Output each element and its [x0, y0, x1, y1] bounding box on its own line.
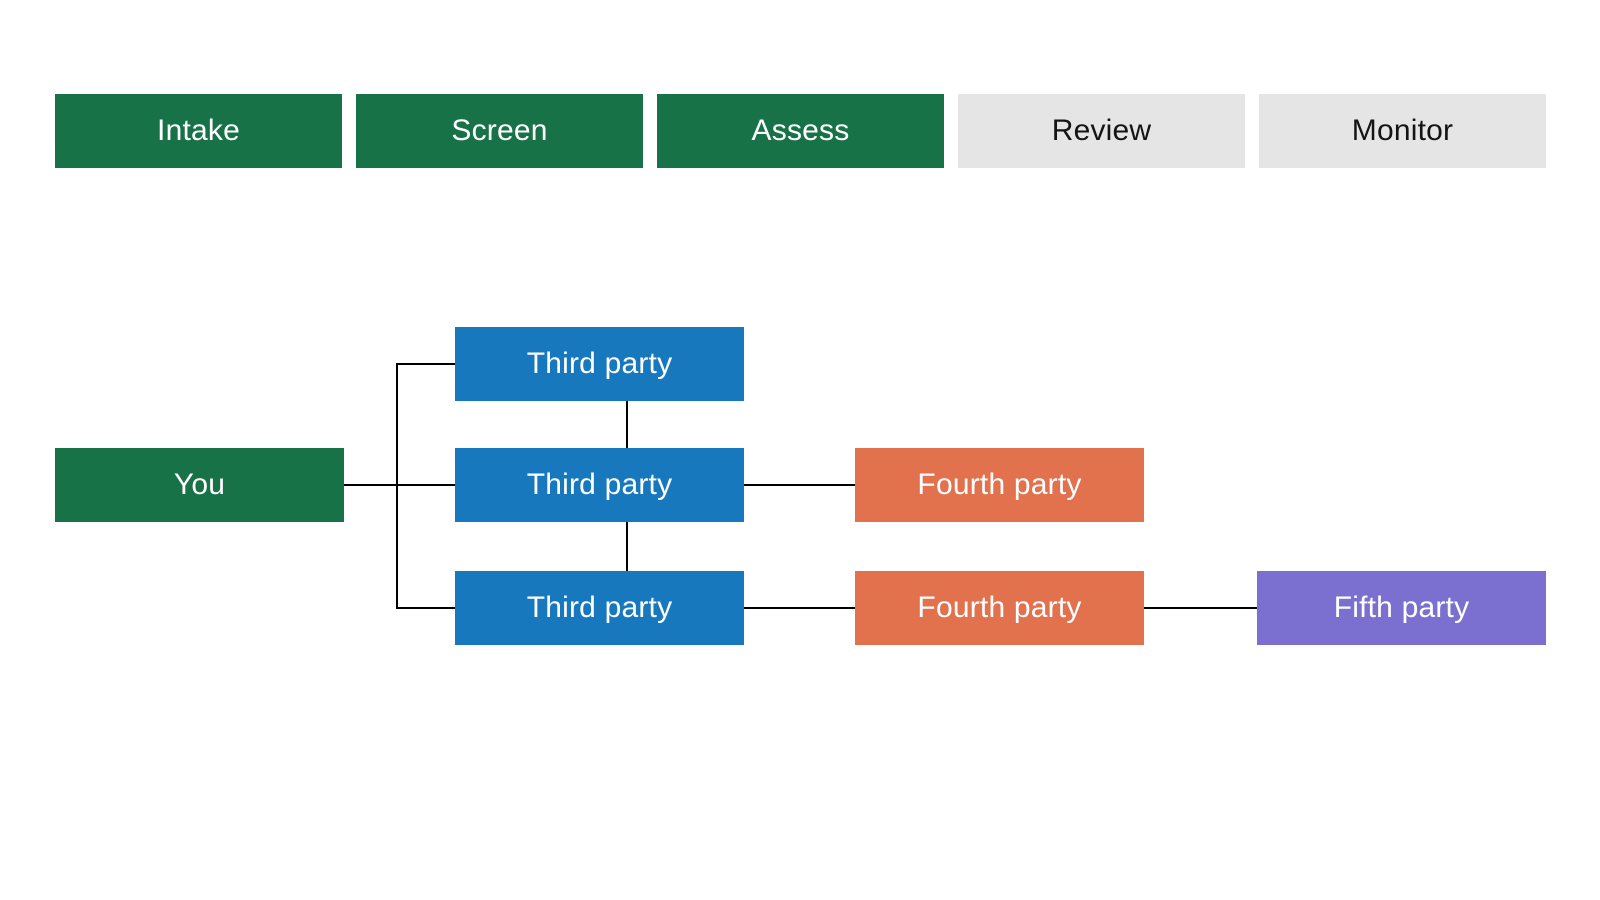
connector-you-to-third-party-3 — [396, 607, 455, 609]
pipeline-step-assess: Assess — [657, 94, 944, 168]
connector-third-party-2-to-fourth-party-1 — [744, 484, 855, 486]
connector-trunk-vertical — [396, 363, 398, 608]
pipeline-step-screen: Screen — [356, 94, 643, 168]
node-fifth-party-1: Fifth party — [1257, 571, 1546, 645]
connector-you-to-third-party-2 — [343, 484, 455, 486]
connector-third-party-2-to-third-party-3 — [626, 522, 628, 571]
connector-third-party-3-to-fourth-party-2 — [744, 607, 855, 609]
pipeline-step-review: Review — [958, 94, 1245, 168]
pipeline-step-intake: Intake — [55, 94, 342, 168]
node-third-party-3: Third party — [455, 571, 744, 645]
node-fourth-party-2: Fourth party — [855, 571, 1144, 645]
node-third-party-1: Third party — [455, 327, 744, 401]
node-fourth-party-1: Fourth party — [855, 448, 1144, 522]
connector-fourth-party-2-to-fifth-party-1 — [1144, 607, 1257, 609]
pipeline-step-monitor: Monitor — [1259, 94, 1546, 168]
connector-third-party-1-to-third-party-2 — [626, 401, 628, 448]
node-you: You — [55, 448, 344, 522]
node-third-party-2: Third party — [455, 448, 744, 522]
connector-you-to-third-party-1 — [396, 363, 455, 365]
